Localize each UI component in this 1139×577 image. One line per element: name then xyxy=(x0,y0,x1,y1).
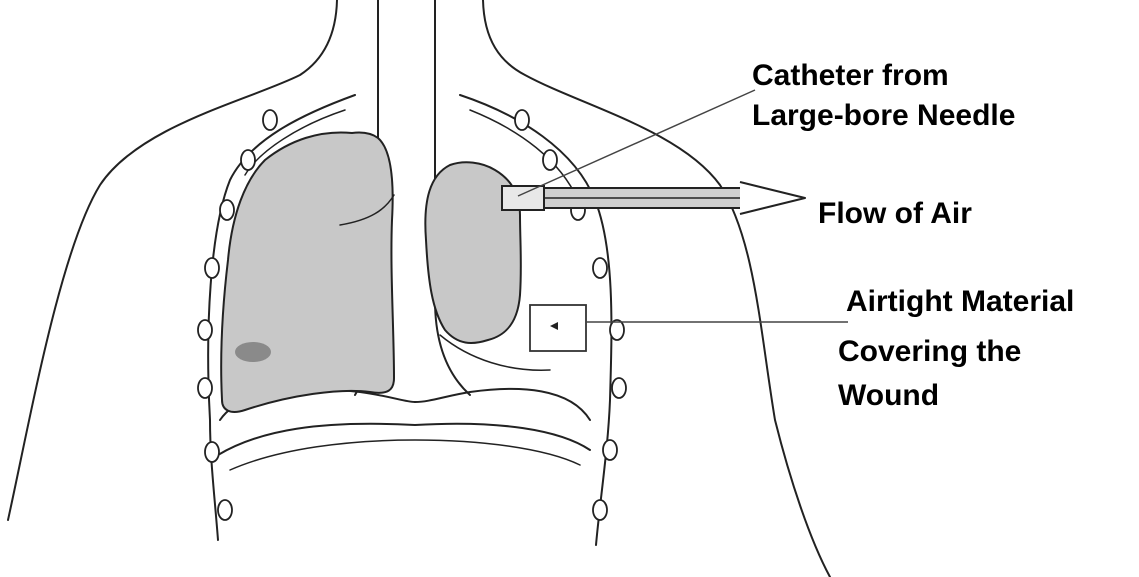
rib-right-1 xyxy=(515,110,529,130)
rib-right-5 xyxy=(610,320,624,340)
rib-right-8 xyxy=(593,500,607,520)
catheter xyxy=(502,186,760,210)
flow-arrowhead xyxy=(740,182,805,214)
diaphragm xyxy=(218,424,590,470)
catheter-leader-line xyxy=(518,90,755,196)
flow-arrow xyxy=(740,182,805,214)
catheter-label-line1: Catheter from xyxy=(752,58,949,94)
rib-left-5 xyxy=(198,320,212,340)
rib-right-7 xyxy=(603,440,617,460)
catheter-label-line2: Large-bore Needle xyxy=(752,98,1015,134)
body-outline xyxy=(8,0,830,577)
rib-left-8 xyxy=(218,500,232,520)
lesion-spot xyxy=(235,342,271,362)
rib-left-3 xyxy=(220,200,234,220)
flow-of-air-label: Flow of Air xyxy=(818,196,972,232)
rib-left-1 xyxy=(263,110,277,130)
airtight-label-line2: Covering the xyxy=(838,334,1021,370)
catheter-hub xyxy=(502,186,544,210)
rib-left-6 xyxy=(198,378,212,398)
rib-right-4 xyxy=(593,258,607,278)
rib-right-6 xyxy=(612,378,626,398)
airtight-patch xyxy=(530,305,586,351)
left-lung xyxy=(221,132,394,411)
airtight-label-line1: Airtight Material xyxy=(846,284,1074,320)
airtight-label-line3: Wound xyxy=(838,378,939,414)
rib-left-4 xyxy=(205,258,219,278)
rib-right-2 xyxy=(543,150,557,170)
rib-left-2 xyxy=(241,150,255,170)
rib-left-7 xyxy=(205,442,219,462)
left-lung-shape xyxy=(221,132,394,411)
